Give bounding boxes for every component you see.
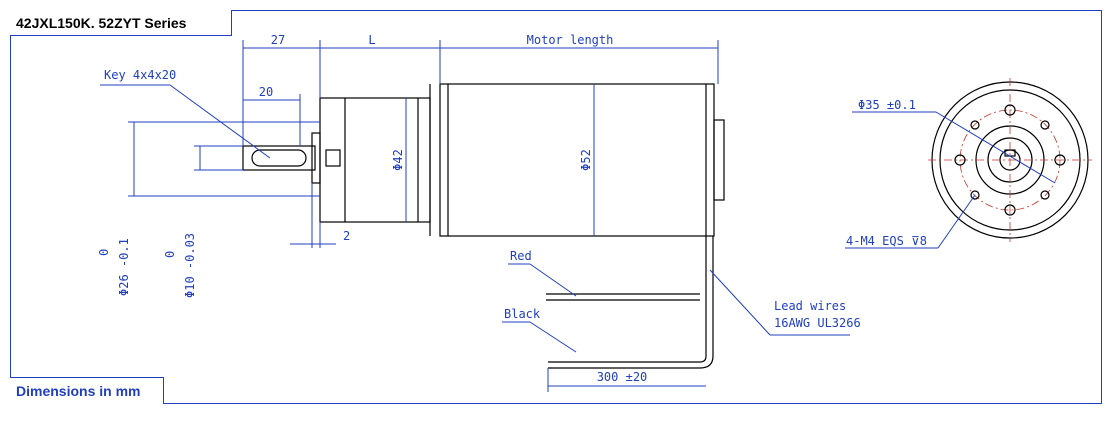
output-shaft [242, 145, 316, 171]
units-label: Dimensions in mm [10, 377, 164, 404]
shaft-boss [311, 132, 321, 184]
dimension-lines [100, 40, 850, 392]
dim-20: 20 [259, 85, 273, 99]
dim-dia-10: Φ10 -0.03 [183, 233, 197, 298]
motor-side-view [242, 83, 725, 369]
gearbox-tab [325, 149, 341, 167]
shaft-key [251, 149, 307, 167]
dim-dia-26-upper: 0 [97, 249, 111, 256]
lead-wire-black [548, 236, 707, 363]
gearbox-body [319, 97, 431, 223]
mount-hole [1004, 104, 1016, 116]
dim-dia-26: Φ26 -0.1 [117, 238, 131, 296]
dim-2: 2 [343, 229, 350, 243]
motor-end-cap [713, 119, 725, 201]
motor-body [439, 83, 715, 237]
dim-dia-35: Φ35 ±0.1 [858, 98, 916, 112]
label-lead-wires-spec: 16AWG UL3266 [774, 316, 861, 330]
dim-wire-length: 300 ±20 [597, 370, 648, 384]
drawing-title: 42JXL150K. 52ZYT Series [10, 10, 232, 36]
label-red: Red [510, 249, 532, 263]
key-label: Key 4x4x20 [104, 68, 176, 82]
dim-motor-length: Motor length [527, 33, 614, 47]
dimension-labels: 27 L Motor length Key 4x4x20 20 2 Φ42 Φ5… [97, 33, 927, 384]
dim-dia-42: Φ42 [391, 149, 405, 171]
label-lead-wires: Lead wires [774, 299, 846, 313]
drawing-frame [10, 10, 1102, 404]
dim-27: 27 [271, 33, 285, 47]
label-thread: 4-M4 EQS ⊽8 [846, 234, 927, 248]
dim-l: L [368, 33, 375, 47]
dim-dia-10-upper: 0 [163, 251, 177, 258]
dim-dia-52: Φ52 [579, 149, 593, 171]
label-black: Black [504, 307, 541, 321]
lead-wire-red [546, 293, 700, 301]
motor-end-view [845, 78, 1092, 249]
